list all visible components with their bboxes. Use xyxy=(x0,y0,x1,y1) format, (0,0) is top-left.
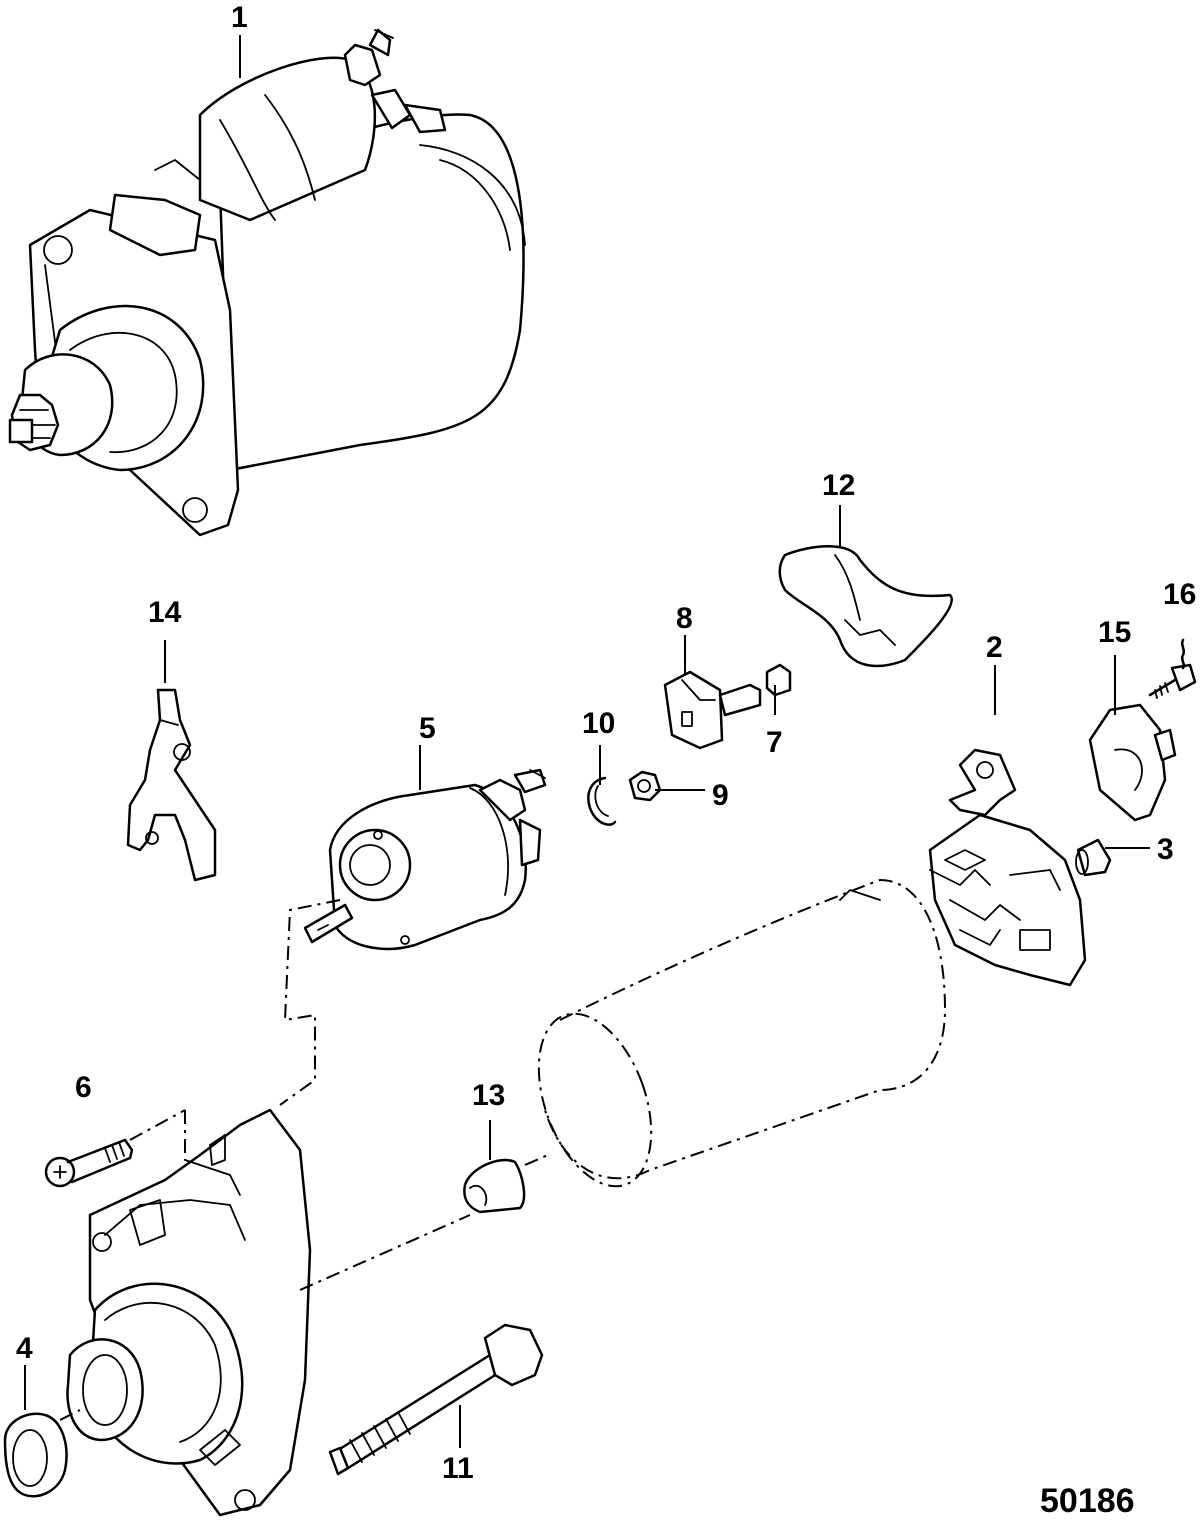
callout-11: 11 xyxy=(442,1452,474,1485)
callout-9: 9 xyxy=(712,779,729,812)
callout-4: 4 xyxy=(16,1332,33,1365)
part-13-bushing xyxy=(463,1158,526,1214)
callout-3: 3 xyxy=(1157,833,1174,866)
part-12-boot xyxy=(778,545,953,668)
callout-8: 8 xyxy=(676,602,693,635)
part-8-connector xyxy=(663,670,762,750)
part-7-cap xyxy=(765,663,792,697)
armature-phantom xyxy=(537,878,947,1188)
part-2-brush-plate xyxy=(928,748,1087,987)
part-16-screw xyxy=(1148,638,1197,699)
leader-lines xyxy=(24,35,1150,1448)
part-15-cover xyxy=(1088,703,1177,822)
part-5-solenoid xyxy=(303,768,547,951)
part-11-through-bolt xyxy=(328,1323,544,1476)
callout-16: 16 xyxy=(1163,578,1196,611)
callout-10: 10 xyxy=(582,707,615,740)
part-10-clip xyxy=(587,776,617,826)
figure-number: 50186 xyxy=(1040,1482,1135,1520)
alignment-lines xyxy=(59,899,549,1421)
callout-5: 5 xyxy=(419,712,436,745)
callout-15: 15 xyxy=(1098,616,1131,649)
callout-14: 14 xyxy=(148,596,182,629)
part-1-starter-assembly xyxy=(8,28,526,537)
drive-end-housing xyxy=(66,1108,312,1517)
callout-2: 2 xyxy=(986,631,1003,664)
part-14-shift-fork xyxy=(126,688,217,882)
part-3-bushing xyxy=(1075,838,1112,877)
callout-6: 6 xyxy=(75,1071,92,1104)
callout-1: 1 xyxy=(231,1,248,34)
part-6-bolt xyxy=(44,1138,134,1188)
callout-12: 12 xyxy=(822,469,855,502)
part-9-nut xyxy=(628,770,662,802)
callout-13: 13 xyxy=(472,1079,505,1112)
part-4-seal xyxy=(3,1412,68,1498)
callout-labels: 1 2 3 4 5 6 7 8 9 10 11 12 13 14 15 16 xyxy=(16,1,1196,1485)
callout-7: 7 xyxy=(766,726,783,759)
